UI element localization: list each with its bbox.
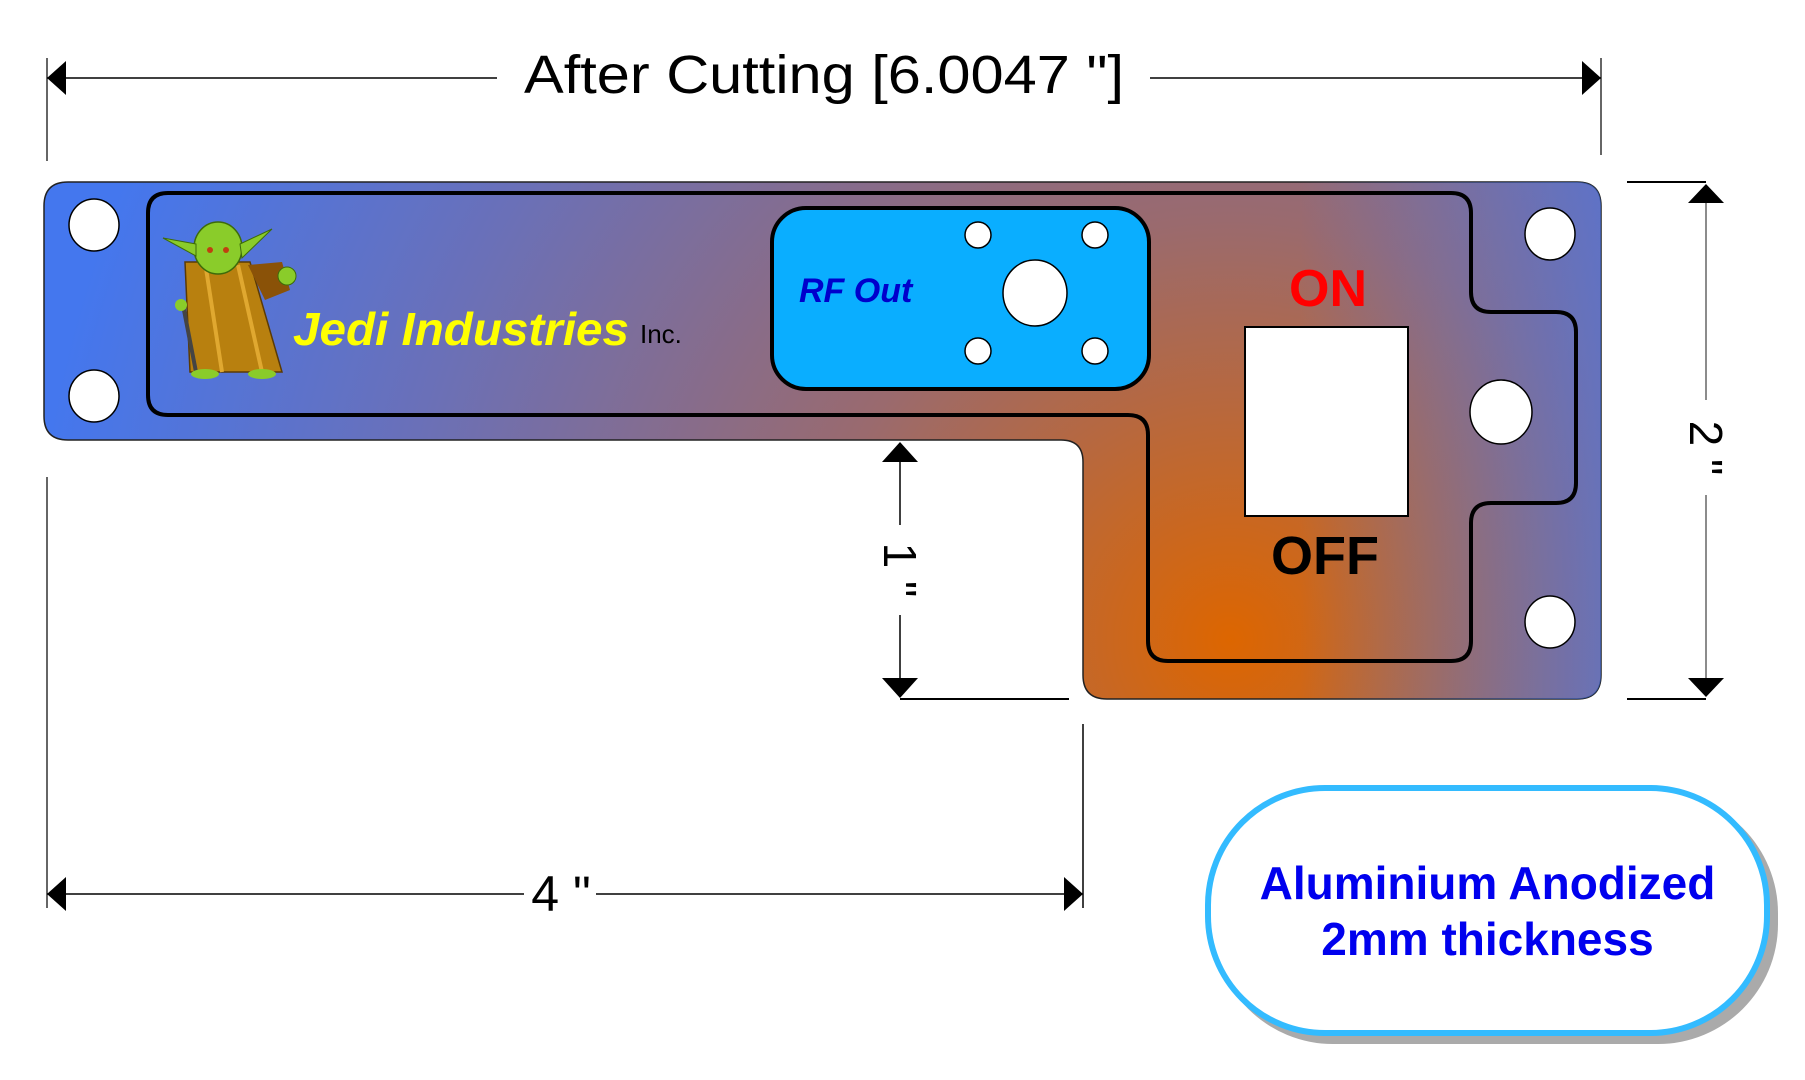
rf-connector-plate: RF Out	[770, 206, 1151, 391]
connector-center-hole	[1002, 259, 1068, 327]
arrowhead-left-icon	[47, 61, 66, 95]
connector-screw-hole	[1081, 337, 1109, 365]
height-label: 2 "	[1680, 421, 1732, 476]
brand-name: Jedi Industries	[293, 303, 629, 355]
overall-width-dimension: After Cutting [6.0047 "]	[46, 45, 1602, 161]
arrowhead-down-icon	[1688, 678, 1724, 697]
power-switch: ON OFF	[1244, 260, 1409, 586]
mounting-holes	[68, 198, 1576, 649]
mounting-hole	[68, 369, 120, 423]
arrowhead-up-icon	[1688, 184, 1724, 203]
yoda-mascot-icon	[162, 221, 297, 379]
left-width-label: 4 "	[531, 866, 590, 922]
height-dimension: 2 "	[1627, 181, 1732, 700]
mounting-hole	[1524, 207, 1576, 261]
arrowhead-right-icon	[1582, 61, 1601, 95]
mounting-hole	[68, 198, 120, 252]
switch-cutout	[1244, 326, 1409, 517]
material-spec-line-2: 2mm thickness	[1321, 912, 1654, 965]
mounting-hole	[1469, 379, 1533, 445]
connector-screw-hole	[964, 337, 992, 365]
notch-height-dimension: 1 "	[874, 442, 1069, 700]
notch-height-label: 1 "	[874, 543, 926, 598]
switch-on-label: ON	[1289, 260, 1367, 318]
engraving-outline	[146, 191, 1578, 663]
switch-off-label: OFF	[1271, 526, 1379, 586]
connector-screw-hole	[1081, 221, 1109, 249]
material-spec-line-1: Aluminium Anodized	[1259, 856, 1716, 909]
arrowhead-up-icon	[882, 442, 918, 462]
mounting-hole	[1524, 595, 1576, 649]
arrowhead-down-icon	[882, 678, 918, 698]
arrowhead-left-icon	[47, 877, 66, 911]
arrowhead-right-icon	[1064, 877, 1083, 911]
connector-screw-hole	[964, 221, 992, 249]
rf-out-label: RF Out	[799, 272, 914, 310]
material-spec-note: Aluminium Anodized 2mm thickness	[1205, 785, 1770, 1036]
brand-suffix: Inc.	[640, 319, 682, 349]
overall-width-label: After Cutting [6.0047 "]	[524, 45, 1124, 105]
left-width-dimension: 4 "	[46, 477, 1084, 922]
